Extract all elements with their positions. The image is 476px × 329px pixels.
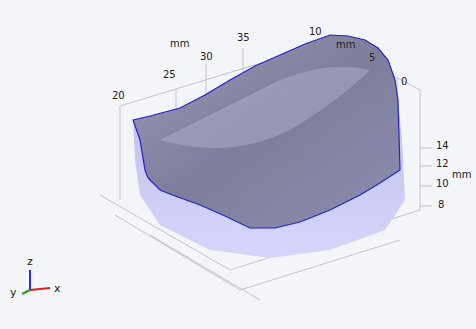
tick-label: 10 xyxy=(309,27,322,37)
tick-label: 35 xyxy=(237,33,250,43)
tick-label: 30 xyxy=(200,52,213,62)
axis-letter: x xyxy=(54,283,61,294)
axis-letter: z xyxy=(27,256,33,267)
tick-label: 10 xyxy=(436,179,449,189)
unit-label: mm xyxy=(170,39,189,49)
unit-label: mm xyxy=(336,40,355,50)
tick-label: 25 xyxy=(163,70,176,80)
tick-label: 20 xyxy=(112,91,125,101)
tick-label: 0 xyxy=(401,77,407,87)
tick-label: 12 xyxy=(436,159,449,169)
top-surface xyxy=(133,35,400,228)
axis-letter: y xyxy=(10,287,17,298)
surface-shading xyxy=(160,67,370,148)
axis-triad xyxy=(22,270,50,294)
solid-body xyxy=(133,35,405,258)
unit-label: mm xyxy=(452,170,471,180)
tick-label: 5 xyxy=(369,53,375,63)
tick-label: 14 xyxy=(436,141,449,151)
tick-label: 8 xyxy=(438,200,444,210)
